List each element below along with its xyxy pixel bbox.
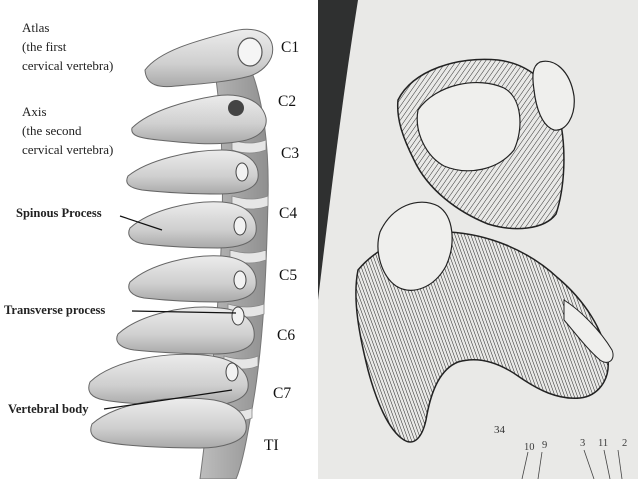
axis-label: Axis xyxy=(22,104,47,119)
atlas-label: Atlas xyxy=(22,20,50,35)
transverse-process-pointer xyxy=(131,310,237,314)
callout-number-10: 10 xyxy=(524,442,535,453)
cervical-spine-drawing xyxy=(88,28,274,479)
callout-number-2: 2 xyxy=(622,438,628,449)
cervical-spine-illustration: Atlas (the first cervical vertebra) Axis… xyxy=(0,0,318,479)
spinous-process-pointer xyxy=(119,215,163,231)
callout-number-11: 11 xyxy=(598,438,609,449)
axis-vertebra xyxy=(131,94,267,145)
vertebra-label-c1: C1 xyxy=(281,39,300,56)
page-number: 34 xyxy=(494,424,505,436)
lower-cervical-vertebrae xyxy=(88,149,259,449)
vertebra-label-c6: C6 xyxy=(277,327,296,344)
callout-number-3: 3 xyxy=(580,438,586,449)
engraving-drawing xyxy=(318,0,638,479)
vertebra-label-t1: TI xyxy=(264,437,279,454)
vertebra-label-c5: C5 xyxy=(279,267,298,284)
atlas-description-line-1: (the first xyxy=(22,39,67,54)
vertebra-engraving-photo: 34 10 9 3 11 2 xyxy=(318,0,638,479)
axis-description-line-2: cervical vertebra) xyxy=(22,142,114,157)
vertebra-label-c2: C2 xyxy=(278,93,297,110)
callout-leader-lines xyxy=(521,449,623,479)
atlas-description-line-2: cervical vertebra) xyxy=(22,58,114,73)
transverse-foramina xyxy=(225,162,249,382)
vertebra-label-c4: C4 xyxy=(279,205,298,222)
vertebral-body-label: Vertebral body xyxy=(8,402,89,416)
vertebra-label-c3: C3 xyxy=(281,145,300,162)
spinous-process-label: Spinous Process xyxy=(16,206,102,220)
axis-description-line-1: (the second xyxy=(22,123,82,138)
vertebral-body-pointer xyxy=(103,389,233,410)
callout-number-9: 9 xyxy=(542,440,548,451)
vertebra-label-c7: C7 xyxy=(273,385,292,402)
transverse-process-label: Transverse process xyxy=(4,303,106,317)
